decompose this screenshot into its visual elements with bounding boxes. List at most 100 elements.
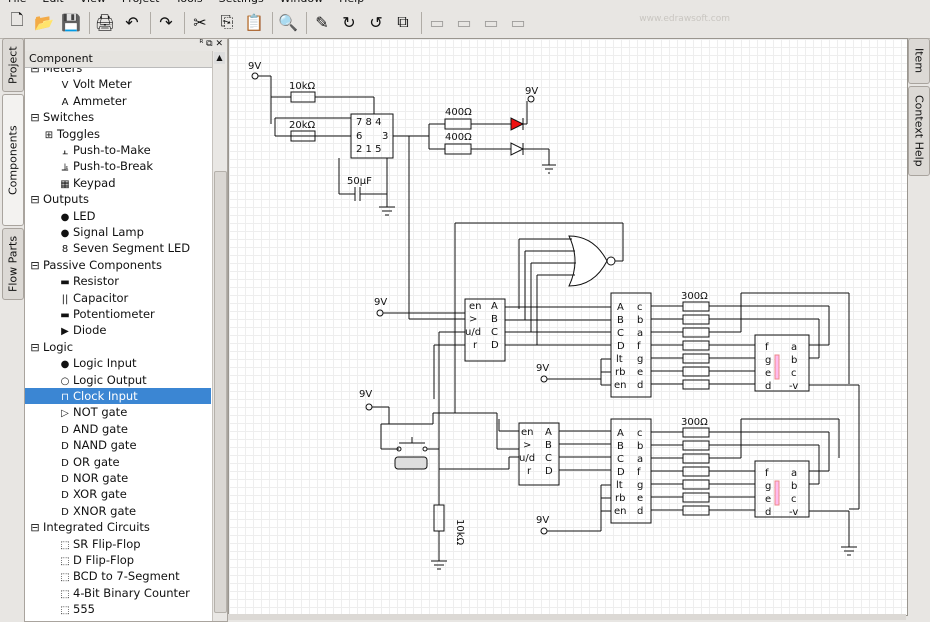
tree-item[interactable]: DXOR gate [25,486,211,502]
right-dock-tabs: Item Context Help [908,38,928,618]
tree-label: AND gate [73,422,128,436]
tree-label: Capacitor [73,291,128,305]
tree-item[interactable]: ○Logic Output [25,372,211,388]
redo-icon[interactable]: ↷ [155,11,177,33]
tab-project[interactable]: Project [2,38,24,92]
svg-text:C: C [491,327,498,338]
resistor-bank-2 [651,428,829,515]
disabled-b-icon[interactable]: ▭ [453,11,475,33]
menu-project[interactable]: Project [122,0,160,5]
tree-label: Logic Output [73,373,147,387]
circuit-canvas[interactable]: 9V 10kΩ 7 8 4 6 3 2 1 5 20kΩ 50µF 9V 400… [228,38,908,616]
zoom-icon[interactable]: 🔍 [277,11,299,33]
counter-1-left: en [469,301,482,312]
svg-text:a: a [637,328,643,339]
tree-item[interactable]: ⬚D Flip-Flop [25,552,211,568]
tree-item[interactable]: ⫡Push-to-Break [25,158,211,174]
undo-icon[interactable]: ↶ [121,11,143,33]
tree-item[interactable]: ▷NOT gate [25,404,211,420]
save-icon[interactable]: 💾 [60,11,82,33]
svg-text:>: > [469,314,477,325]
resize-icon[interactable]: ⧉ [392,11,414,33]
svg-text:g: g [765,481,771,492]
timer-pins-mid-r: 3 [382,131,388,142]
tree-item[interactable]: ▦Keypad [25,175,211,191]
svg-text:A: A [545,427,552,438]
tree-item[interactable]: ⬚555 [25,601,211,617]
svg-text:en: en [614,380,627,391]
tab-item[interactable]: Item [908,38,930,84]
tree-category[interactable]: ⊟Outputs [25,191,211,207]
menu-edit[interactable]: Edit [42,0,63,5]
scroll-thumb[interactable] [214,171,227,613]
disabled-c-icon[interactable]: ▭ [480,11,502,33]
disabled-a-icon[interactable]: ▭ [426,11,448,33]
tree-item[interactable]: 8Seven Segment LED [25,240,211,256]
tree-item[interactable]: ⊓Clock Input [25,388,211,404]
tree-category[interactable]: ⊟Switches [25,109,211,125]
svg-text:r: r [527,466,532,477]
tab-flow-parts[interactable]: Flow Parts [2,228,24,300]
menu-help[interactable]: Help [339,0,364,5]
tree-item[interactable]: ||Capacitor [25,290,211,306]
new-icon[interactable]: 🗋 [6,11,28,33]
node-9v-top [252,73,258,79]
tree-item[interactable]: DOR gate [25,454,211,470]
tree-item[interactable]: DNOR gate [25,470,211,486]
copy-icon[interactable]: ⎘ [216,11,238,33]
tree-item[interactable]: DXNOR gate [25,503,211,519]
svg-text:g: g [765,355,771,366]
print-icon[interactable]: 🖨 [94,11,116,33]
disabled-d-icon[interactable]: ▭ [507,11,529,33]
rotate-cw-icon[interactable]: ↻ [338,11,360,33]
svg-text:C: C [617,454,624,465]
tree-item[interactable]: ▬Resistor [25,273,211,289]
tree-item[interactable]: ●Logic Input [25,355,211,371]
tree-item[interactable]: ●LED [25,208,211,224]
open-icon[interactable]: 📂 [33,11,55,33]
nor-gate [569,236,607,286]
svg-text:d: d [765,381,771,392]
tree-item[interactable]: DNAND gate [25,437,211,453]
tree-item[interactable]: ⬚SR Flip-Flop [25,536,211,552]
rotate-ccw-icon[interactable]: ↺ [365,11,387,33]
menu-window[interactable]: Window [280,0,323,5]
timer-pins-bot: 2 1 5 [356,144,381,155]
tree-category[interactable]: ⊟Meters [25,68,211,76]
toolbar-separator [421,12,422,34]
circuit-diagram: 9V 10kΩ 7 8 4 6 3 2 1 5 20kΩ 50µF 9V 400… [229,39,907,615]
tree-category[interactable]: ⊟Passive Components [25,257,211,273]
tree-label: BCD to 7-Segment [73,569,180,583]
tree-item[interactable]: ⬚4-Bit Binary Counter [25,585,211,601]
panel-controls[interactable]: ᴿ ⧉ ✕ [25,39,227,51]
tree-scrollbar[interactable]: ▲ [212,51,227,621]
tree-item[interactable]: VVolt Meter [25,76,211,92]
pencil-icon[interactable]: ✎ [311,11,333,33]
tree-item[interactable]: ⬚BCD to 7-Segment [25,568,211,584]
menu-tools[interactable]: Tools [175,0,202,5]
panel-title[interactable]: Component [25,51,215,68]
tree-item[interactable]: AAmmeter [25,93,211,109]
tab-context-help[interactable]: Context Help [908,86,930,176]
menu-file[interactable]: File [8,0,26,5]
menu-view[interactable]: View [80,0,106,5]
tree-item[interactable]: ⊞Toggles [25,126,211,142]
svg-text:r: r [473,340,478,351]
tree-item[interactable]: ⫠Push-to-Make [25,142,211,158]
paste-icon[interactable]: 📋 [243,11,265,33]
label-10k: 10kΩ [289,81,316,92]
menu-settings[interactable]: Settings [219,0,264,5]
scroll-up-icon[interactable]: ▲ [214,52,225,64]
tree-category[interactable]: ⊟Logic [25,339,211,355]
tree-item[interactable]: DAND gate [25,421,211,437]
tree-item[interactable]: ▶Diode [25,322,211,338]
cut-icon[interactable]: ✂ [189,11,211,33]
tab-components[interactable]: Components [2,94,24,226]
svg-text:lt: lt [616,354,623,365]
tree-category[interactable]: ⊟Integrated Circuits [25,519,211,535]
tree-item[interactable]: ●Signal Lamp [25,224,211,240]
toolbar-separator [272,12,273,34]
svg-text:d: d [765,507,771,518]
svg-text:c: c [791,368,797,379]
tree-item[interactable]: ▬Potentiometer [25,306,211,322]
